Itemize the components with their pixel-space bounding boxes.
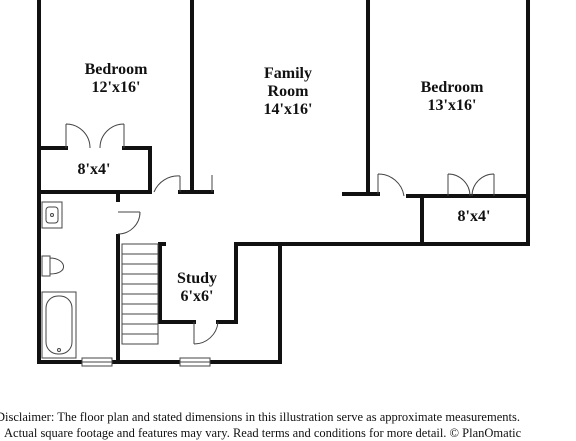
bathtub-icon: [41, 291, 77, 359]
doors: [65, 123, 495, 345]
floor-plan: [37, 0, 530, 367]
door-right-bedroom: [377, 173, 405, 197]
room-name-line1: Family: [264, 65, 312, 82]
room-name: Study: [176, 270, 218, 287]
room-dims: 13'x16': [427, 97, 477, 114]
room-label-study: Study 6'x6': [162, 270, 232, 306]
room-dims: 12'x16': [91, 79, 141, 96]
sink-icon: [41, 201, 63, 229]
room-label-closet-right: 8'x4': [442, 208, 506, 226]
door-bathroom: [117, 211, 141, 235]
room-label-closet-left: 8'x4': [62, 161, 126, 179]
toilet-icon: [41, 255, 64, 277]
room-label-family-room: Family Room 14'x16': [238, 65, 338, 119]
room-dims: 8'x4': [457, 208, 491, 225]
disclaimer-line-2: Actual square footage and features may v…: [4, 426, 522, 440]
room-dims: 14'x16': [263, 101, 313, 118]
room-name: Bedroom: [84, 61, 148, 78]
room-dims: 8'x4': [77, 161, 111, 178]
door-left-bedroom: [153, 175, 181, 193]
closet-door-right-b: [471, 173, 495, 197]
room-name-line2: Room: [267, 83, 309, 100]
room-label-bedroom-right: Bedroom 13'x16': [402, 79, 502, 115]
door-study: [193, 321, 219, 345]
room-name: Bedroom: [420, 79, 484, 96]
disclaimer-line-1: Disclaimer: The floor plan and stated di…: [0, 410, 520, 424]
closet-door-left-b: [99, 123, 125, 149]
stairs: [121, 243, 159, 345]
room-label-bedroom-left: Bedroom 12'x16': [66, 61, 166, 97]
room-dims: 6'x6': [180, 288, 214, 305]
closet-door-left-a: [65, 123, 91, 149]
walls: [37, 0, 530, 364]
closet-door-right-a: [447, 173, 471, 197]
bathroom-fixtures: [41, 201, 77, 359]
windows: [81, 357, 211, 367]
